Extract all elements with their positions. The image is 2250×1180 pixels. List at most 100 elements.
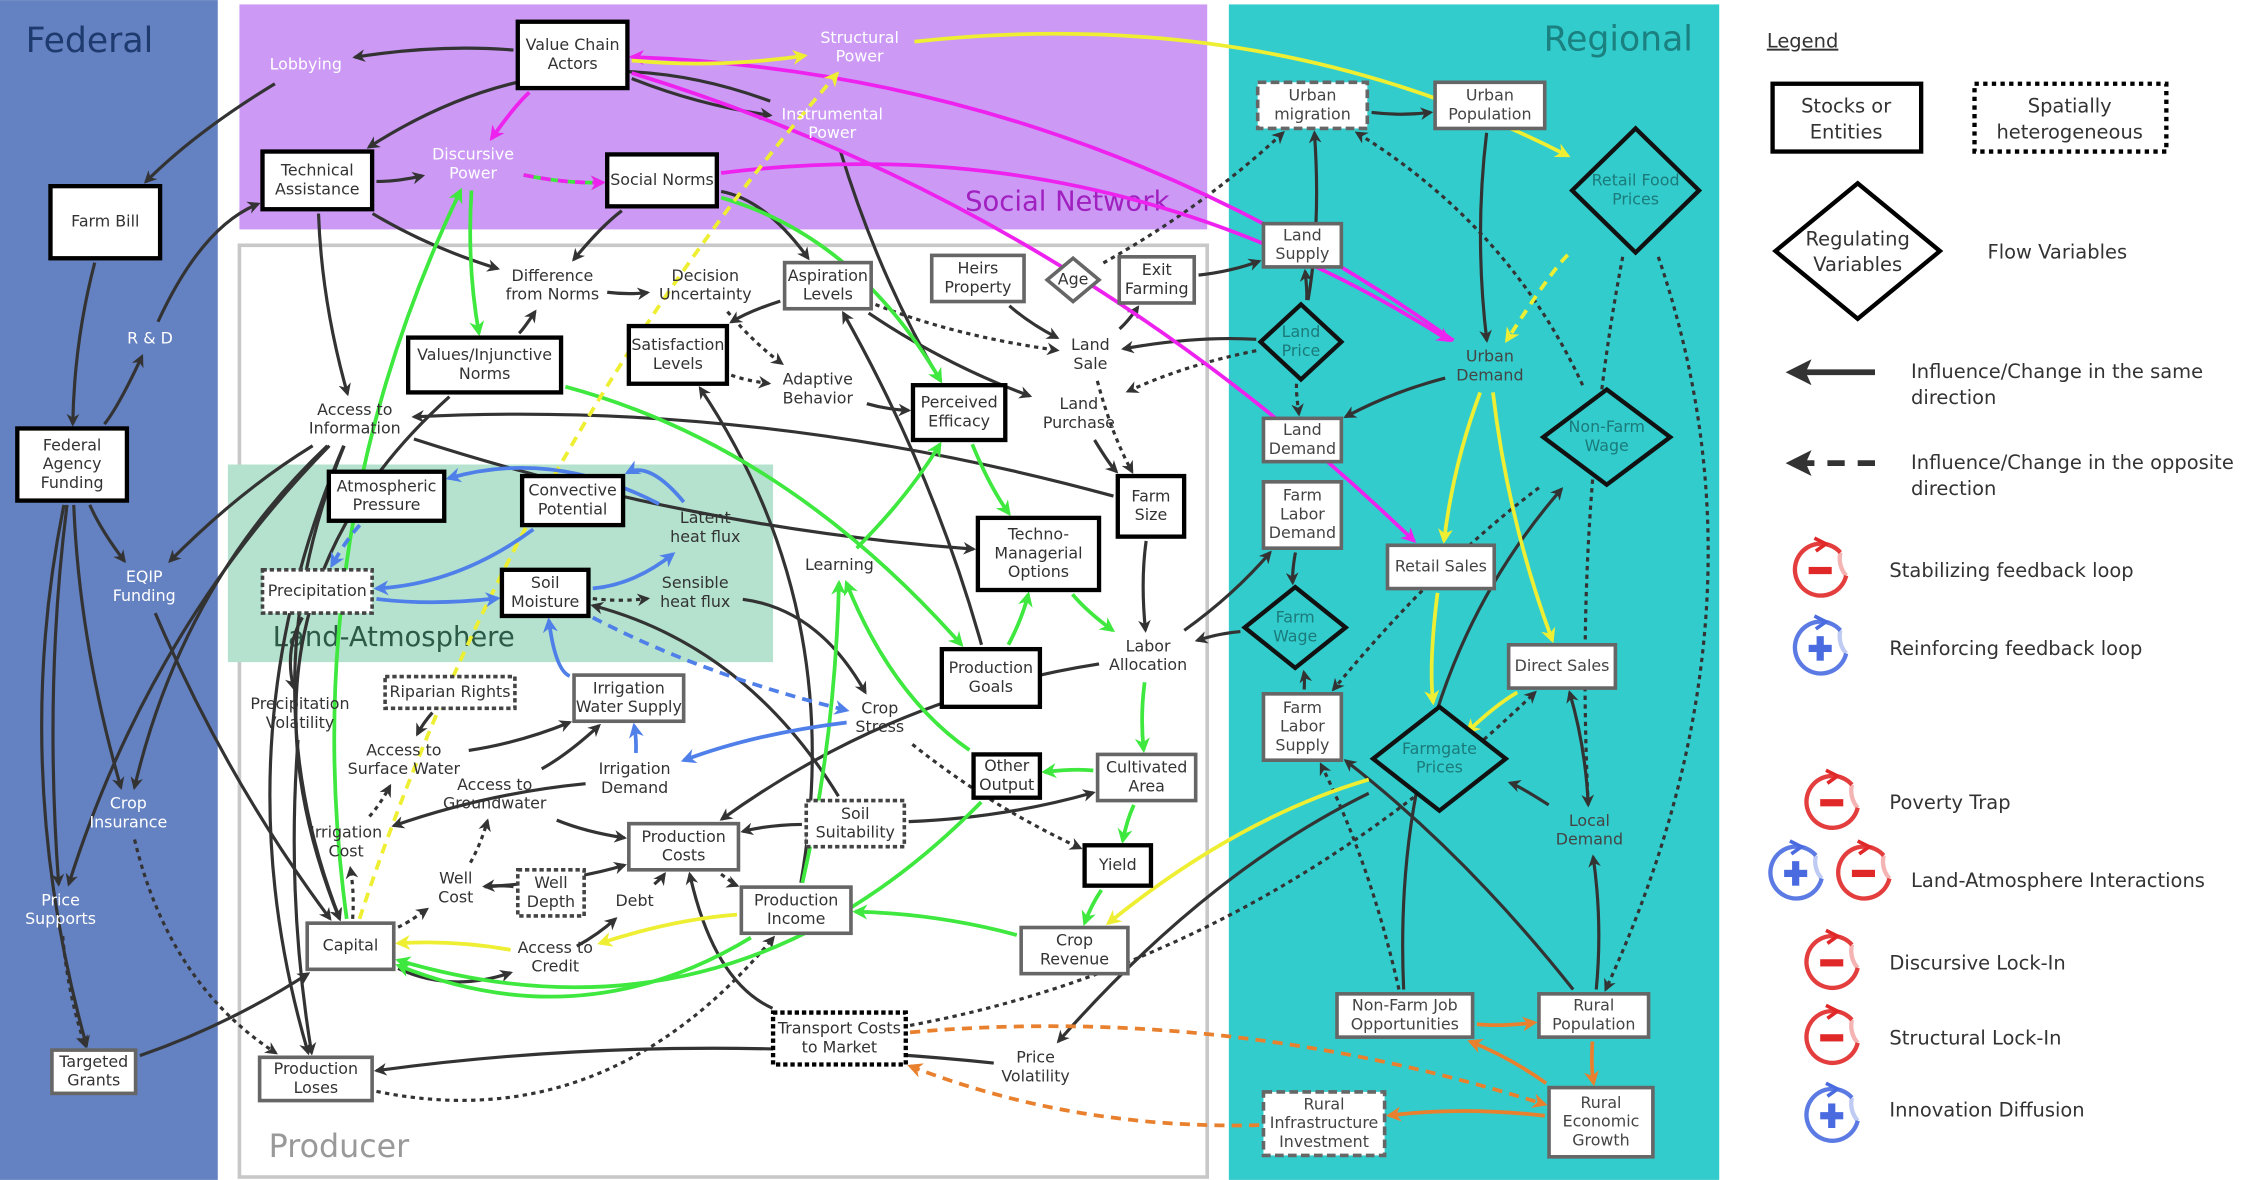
- node-label: Well: [439, 869, 472, 888]
- social-network-title: Social Network: [965, 187, 1169, 218]
- edge-transport-to-prod_costs: [685, 871, 774, 1010]
- edge-perceived-to-techno: [970, 443, 1011, 516]
- node-age: Age: [1044, 255, 1102, 304]
- nodes: Value ChainActorsLobbyingStructuralPower…: [15, 19, 1703, 1159]
- node-capital: Capital: [305, 921, 396, 972]
- node-label: Water Supply: [576, 697, 682, 716]
- edge-urban_pop-to-urban_demand: [1478, 132, 1492, 344]
- edge-land_price-to-land_purchase: [1125, 349, 1257, 393]
- edge-precip-to-precip_vol: [285, 616, 304, 691]
- node-label: Efficacy: [928, 411, 990, 430]
- edge-vca-to-instrumental: [631, 77, 773, 121]
- legend-flow-label: Flow Variables: [1988, 240, 2128, 263]
- node-label: Power: [808, 123, 856, 142]
- node-label: Riparian Rights: [390, 682, 511, 701]
- node-label: Social Norms: [610, 170, 714, 189]
- edge-fed_funding-to-rd: [103, 354, 144, 426]
- edge-farm_size-to-labor_alloc: [1138, 540, 1151, 633]
- edge-latent-to-convective: [624, 460, 686, 504]
- node-label: Income: [767, 909, 825, 928]
- node-label: Insurance: [89, 812, 167, 831]
- edge-access_info-to-prod_loses: [268, 445, 346, 1056]
- node-label: Non-Farm: [1569, 417, 1645, 436]
- node-label: Production: [949, 658, 1033, 677]
- edge-prod_income-to-capital: [395, 935, 752, 999]
- edge-crop_stress-to-irr_demand: [680, 720, 847, 764]
- edge-heirs-to-land_sale: [1008, 304, 1060, 340]
- node-label: Rural: [1304, 1094, 1345, 1113]
- node-label: Managerial: [994, 543, 1082, 562]
- edge-discursive-to-social_norms: [523, 173, 606, 191]
- edge-adaptive-to-perceived: [866, 402, 912, 417]
- land-atmosphere-title: Land-Atmosphere: [273, 622, 515, 653]
- edge-prod_costs-to-prod_income: [720, 872, 740, 888]
- node-label: Irrigation: [599, 759, 671, 778]
- edge-irr_demand-to-irr_cost: [391, 782, 586, 829]
- node-label: Economic: [1563, 1112, 1640, 1131]
- node-label: Structural: [820, 28, 899, 47]
- node-label: Wage: [1585, 436, 1629, 455]
- node-label: Purchase: [1043, 413, 1115, 432]
- edge-labor_alloc-to-prod_costs: [719, 662, 1100, 821]
- edge-capital-to-irr_cost: [345, 865, 359, 919]
- edge-soil_moist-to-crop_stress: [591, 615, 850, 715]
- legend-innovation-label: Innovation Diffusion: [1889, 1098, 2084, 1121]
- node-label: Opportunities: [1351, 1014, 1459, 1033]
- land-atmosphere-stabilizing-loop-icon: [1836, 839, 1892, 901]
- edge-farmgate-to-price_vol: [1056, 791, 1370, 1044]
- edge-fed_funding-to-crop_ins: [72, 504, 125, 791]
- edge-other_output-to-capital: [395, 800, 983, 990]
- node-label: Levels: [803, 285, 853, 304]
- edge-urban_demand-to-vca: [628, 49, 1455, 343]
- edge-farm_labor_demand-to-farm_wage: [1285, 552, 1299, 586]
- legend-title: Legend: [1767, 30, 1839, 53]
- edge-rural_pop-to-local_demand: [1588, 854, 1601, 990]
- edge-retail_food-to-urban_demand: [1504, 253, 1570, 344]
- node-label: Funding: [113, 586, 176, 605]
- edge-access_ground-to-prod_costs: [556, 818, 628, 843]
- node-label: Learning: [805, 555, 874, 574]
- node-label: Values/Injunctive: [417, 345, 552, 364]
- edge-rural_pop-to-rural_econ: [1583, 1041, 1599, 1087]
- edge-access_surface-to-irr_water: [468, 720, 573, 752]
- node-label: Moisture: [511, 592, 579, 611]
- edge-exit-to-land_supply: [1198, 258, 1262, 277]
- edge-access_credit-to-capital: [395, 934, 511, 952]
- node-label: EQIP: [126, 567, 163, 586]
- node-label: to Market: [802, 1037, 877, 1056]
- node-label: Farm: [1276, 608, 1315, 627]
- node-label: Prices: [1416, 758, 1463, 777]
- node-social-norms: Social Norms: [605, 152, 719, 209]
- node-label: Cost: [329, 841, 364, 860]
- node-label: Access to: [317, 400, 392, 419]
- edge-farm_wage-to-labor_alloc: [1194, 629, 1241, 644]
- node-label: Yield: [1098, 855, 1137, 874]
- node-direct-sales: Direct Sales: [1506, 643, 1618, 690]
- edge-atmos-to-precip: [330, 523, 362, 569]
- node-label: Age: [1058, 269, 1089, 288]
- node-label: Difference: [512, 266, 594, 285]
- edge-precip_vol-to-prod_loses: [292, 739, 317, 1056]
- edge-rd-to-tech: [156, 201, 261, 323]
- node-label: Investment: [1279, 1132, 1369, 1151]
- node-label: Debt: [615, 891, 653, 910]
